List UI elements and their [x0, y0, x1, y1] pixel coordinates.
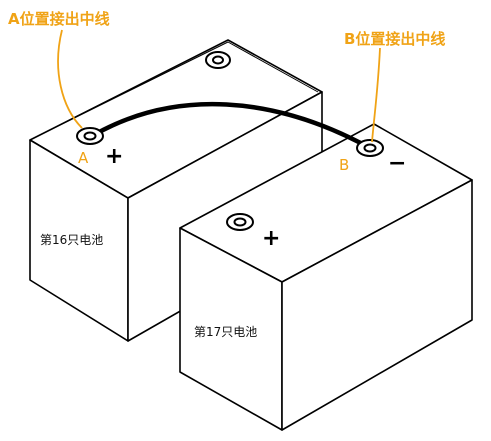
terminal-b-letter: B: [339, 156, 349, 174]
battery-right-minus-sign: −: [388, 151, 406, 176]
terminal-b: [356, 139, 384, 157]
battery-right-terminal-front: [226, 213, 254, 231]
callout-a-text: A位置接出中线: [8, 10, 110, 28]
terminal-a: [76, 127, 104, 145]
battery-left-label: 第16只电池: [40, 233, 103, 247]
battery-right-plus-sign: +: [262, 226, 280, 251]
battery-left-terminal-back: [205, 51, 231, 69]
battery-right-label: 第17只电池: [194, 325, 257, 339]
callout-b-leader: [371, 47, 381, 143]
connection-wire: [89, 101, 373, 151]
battery-right: [179, 123, 473, 431]
callout-a-leader: [57, 29, 83, 129]
battery-left-plus-sign: +: [105, 144, 123, 169]
terminal-a-letter: A: [78, 149, 89, 167]
callout-b-text: B位置接出中线: [344, 30, 445, 48]
battery-right-side-face: [281, 179, 473, 431]
